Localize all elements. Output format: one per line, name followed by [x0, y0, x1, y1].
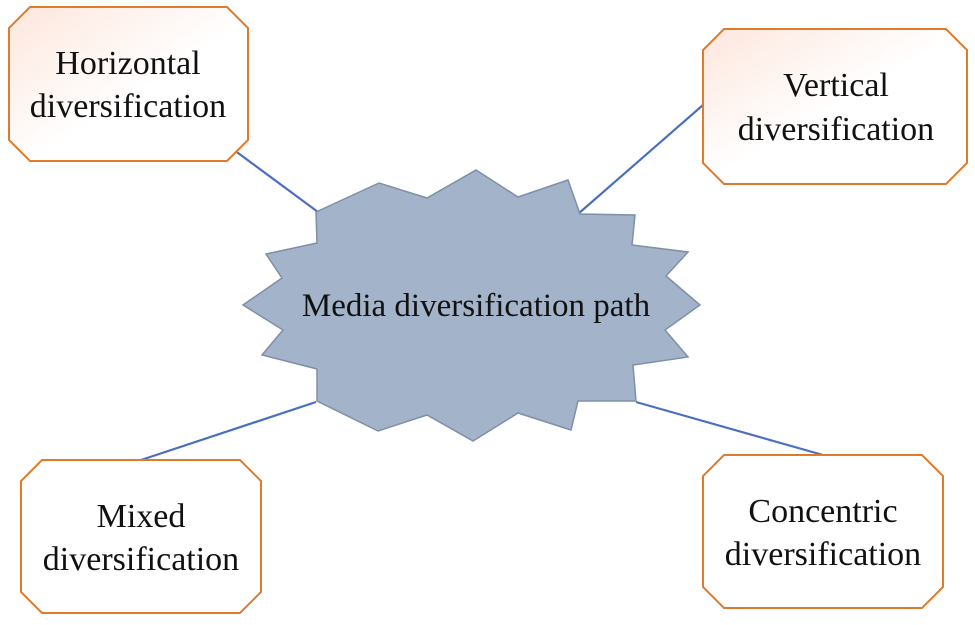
connector-vertical [577, 104, 704, 215]
node-concentric-line2: diversification [725, 536, 921, 573]
node-concentric-box [702, 454, 944, 609]
node-vertical-line1: Vertical [783, 67, 889, 104]
node-concentric: Concentric diversification [702, 454, 944, 609]
connector-horizontal [233, 149, 319, 213]
node-mixed: Mixed diversification [20, 459, 262, 614]
node-mixed-box [20, 459, 262, 614]
node-mixed-line1: Mixed [97, 498, 186, 535]
connector-mixed [140, 400, 317, 462]
connector-concentric [635, 400, 824, 457]
starburst-shape [241, 169, 702, 442]
node-horizontal-box [8, 6, 249, 162]
node-vertical-box [702, 28, 968, 185]
node-mixed-line2: diversification [43, 541, 239, 578]
node-concentric-line1: Concentric [748, 493, 897, 530]
node-vertical: Vertical diversification [702, 28, 968, 185]
center-label: Media diversification path [302, 288, 651, 324]
node-vertical-line2: diversification [738, 111, 934, 148]
node-horizontal-line2: diversification [30, 88, 226, 125]
node-horizontal: Horizontal diversification [8, 6, 249, 162]
center-starburst: Media diversification path [241, 169, 702, 442]
node-horizontal-line1: Horizontal [55, 45, 200, 82]
